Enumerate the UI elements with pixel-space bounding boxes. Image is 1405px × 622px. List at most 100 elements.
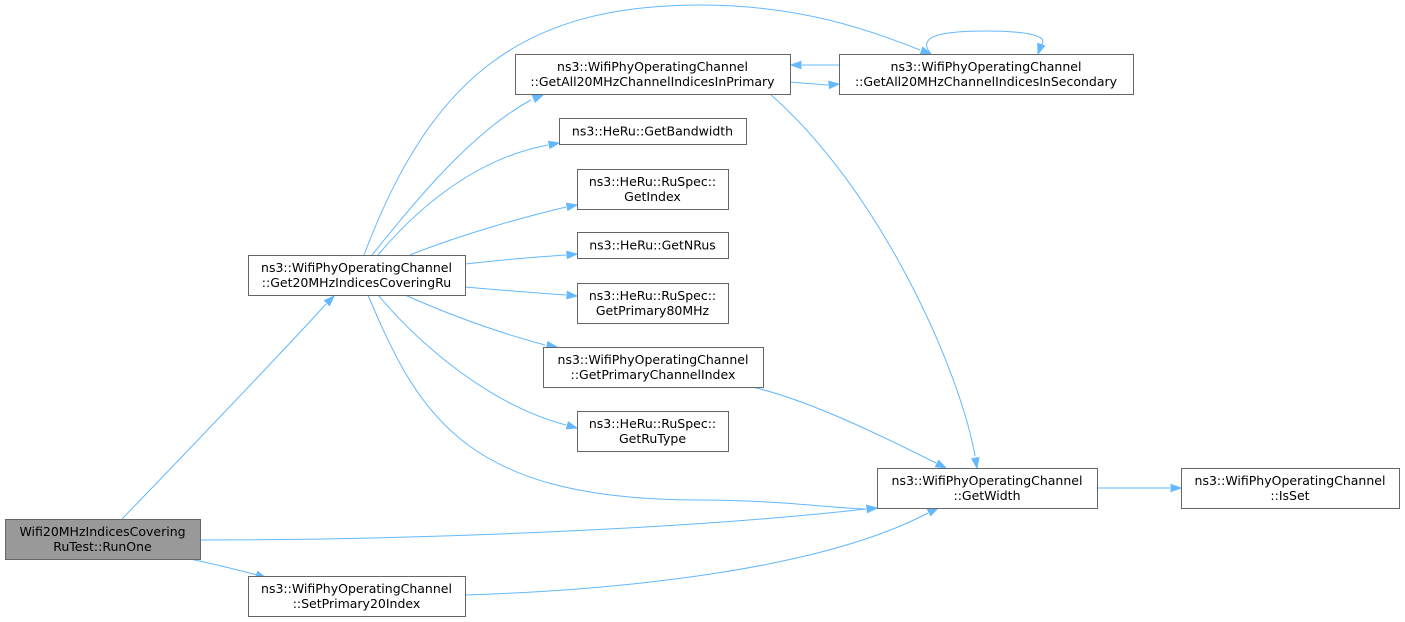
edge-line — [464, 254, 567, 265]
node-label-line: ns3::WifiPhyOperatingChannel — [892, 473, 1083, 488]
edge-allprimary-to-allsecondary — [789, 80, 841, 90]
node-bandwidth[interactable]: ns3::HeRu::GetBandwidth — [559, 118, 747, 145]
node-getwidth[interactable]: ns3::WifiPhyOperatingChannel::GetWidth — [877, 468, 1098, 509]
node-label-line: ns3::HeRu::RuSpec:: — [589, 416, 716, 431]
node-box — [577, 232, 729, 259]
node-box — [577, 283, 729, 324]
edge-line — [464, 286, 567, 296]
edge-get20-to-getwidth — [367, 294, 879, 514]
node-isset[interactable]: ns3::WifiPhyOperatingChannel::IsSet — [1181, 468, 1400, 509]
edge-line — [464, 512, 929, 596]
node-allsecondary[interactable]: ns3::WifiPhyOperatingChannel::GetAll20MH… — [839, 54, 1134, 95]
node-box — [515, 54, 791, 95]
edge-line — [769, 93, 976, 457]
node-label-line: ::IsSet — [1270, 488, 1309, 503]
node-allprimary[interactable]: ns3::WifiPhyOperatingChannel::GetAll20MH… — [515, 54, 791, 95]
edge-get20-to-getindex — [409, 202, 579, 256]
edge-setprimary-to-getwidth — [464, 507, 940, 596]
node-label-line: ns3::WifiPhyOperatingChannel — [558, 352, 749, 367]
edge-line — [377, 144, 549, 256]
arrowhead-icon — [547, 140, 561, 150]
edge-runone-to-get20 — [121, 294, 336, 520]
node-primary80[interactable]: ns3::HeRu::RuSpec::GetPrimary80MHz — [577, 283, 729, 324]
node-label-line: ::GetWidth — [953, 488, 1020, 503]
edges-layer — [121, 4, 1183, 596]
edge-line — [377, 294, 567, 426]
node-box — [1181, 468, 1400, 509]
node-getindex[interactable]: ns3::HeRu::RuSpec::GetIndex — [577, 169, 729, 210]
arrowhead-icon — [971, 456, 980, 470]
node-box — [543, 347, 764, 388]
nodes-layer: Wifi20MHzIndicesCoveringRuTest::RunOnens… — [5, 54, 1400, 617]
arrowhead-icon — [866, 504, 879, 514]
edge-get20-to-rutype — [377, 294, 579, 430]
node-label-line: GetPrimary80MHz — [596, 303, 710, 318]
node-label-line: ns3::WifiPhyOperatingChannel — [557, 59, 748, 74]
arrowhead-icon — [934, 459, 948, 469]
edge-line — [409, 206, 567, 256]
node-label-line: ::GetAll20MHzChannelIndicesInSecondary — [855, 74, 1118, 89]
arrowhead-icon — [565, 421, 579, 430]
edge-allsecondary-to-allsecondary — [926, 30, 1046, 56]
node-label-line: ns3::WifiPhyOperatingChannel — [261, 581, 452, 596]
arrowhead-icon — [789, 60, 802, 70]
node-label-line: ::SetPrimary20Index — [293, 596, 421, 611]
node-label-line: ::GetPrimaryChannelIndex — [571, 367, 736, 382]
edge-get20-to-bandwidth — [377, 140, 561, 256]
node-label-line: GetRuType — [619, 431, 686, 446]
edge-line — [789, 81, 829, 86]
node-label-line: ns3::WifiPhyOperatingChannel — [891, 59, 1082, 74]
edge-get20-to-getnrus — [464, 250, 579, 265]
node-box — [559, 118, 747, 145]
arrowhead-icon — [828, 80, 841, 90]
arrowhead-icon — [531, 94, 545, 104]
arrowhead-icon — [1170, 483, 1183, 493]
node-label-line: ns3::HeRu::RuSpec:: — [589, 174, 716, 189]
edge-allsecondary-to-allprimary — [789, 60, 839, 70]
node-box — [839, 54, 1134, 95]
edge-line — [926, 30, 1044, 55]
arrowhead-icon — [323, 294, 336, 307]
node-label-line: ns3::WifiPhyOperatingChannel — [1195, 473, 1386, 488]
node-box — [248, 255, 466, 296]
node-box — [877, 468, 1098, 509]
node-label-line: ::Get20MHzIndicesCoveringRu — [262, 275, 451, 290]
arrowhead-icon — [919, 46, 933, 55]
edge-line — [751, 386, 937, 464]
edge-get20-to-primary80 — [464, 286, 579, 300]
node-box — [5, 519, 201, 560]
node-get20[interactable]: ns3::WifiPhyOperatingChannel::Get20MHzIn… — [248, 255, 466, 296]
edge-line — [367, 294, 867, 510]
arrowhead-icon — [565, 202, 579, 212]
edge-allprimary-to-getwidth — [769, 93, 980, 470]
edge-line — [371, 99, 532, 256]
edge-line — [404, 294, 546, 346]
node-box — [577, 411, 729, 452]
edge-line — [363, 4, 921, 256]
arrowhead-icon — [566, 250, 579, 260]
node-getnrus[interactable]: ns3::HeRu::GetNRus — [577, 232, 729, 259]
edge-line — [189, 558, 258, 576]
arrowhead-icon — [926, 507, 940, 517]
node-rutype[interactable]: ns3::HeRu::RuSpec::GetRuType — [577, 411, 729, 452]
edge-runone-to-setprimary — [189, 558, 268, 579]
node-primaryidx[interactable]: ns3::WifiPhyOperatingChannel::GetPrimary… — [543, 347, 764, 388]
node-label-line: ns3::WifiPhyOperatingChannel — [261, 260, 452, 275]
edge-getwidth-to-isset — [1097, 483, 1183, 493]
node-setprimary[interactable]: ns3::WifiPhyOperatingChannel::SetPrimary… — [248, 576, 466, 617]
edge-runone-to-getwidth — [199, 504, 879, 541]
node-label-line: ns3::HeRu::RuSpec:: — [589, 288, 716, 303]
edge-line — [121, 303, 327, 520]
node-box — [577, 169, 729, 210]
node-box — [248, 576, 466, 617]
edge-line — [199, 508, 867, 541]
edge-primaryidx-to-getwidth — [751, 386, 948, 469]
node-label-line: RuTest::RunOne — [53, 539, 152, 554]
edge-get20-to-allprimary — [371, 94, 545, 256]
node-label-line: ::GetAll20MHzChannelIndicesInPrimary — [530, 74, 775, 89]
node-label-line: GetIndex — [624, 189, 681, 204]
edge-get20-to-primaryidx — [404, 294, 559, 350]
node-label-line: ns3::HeRu::GetNRus — [589, 238, 716, 253]
